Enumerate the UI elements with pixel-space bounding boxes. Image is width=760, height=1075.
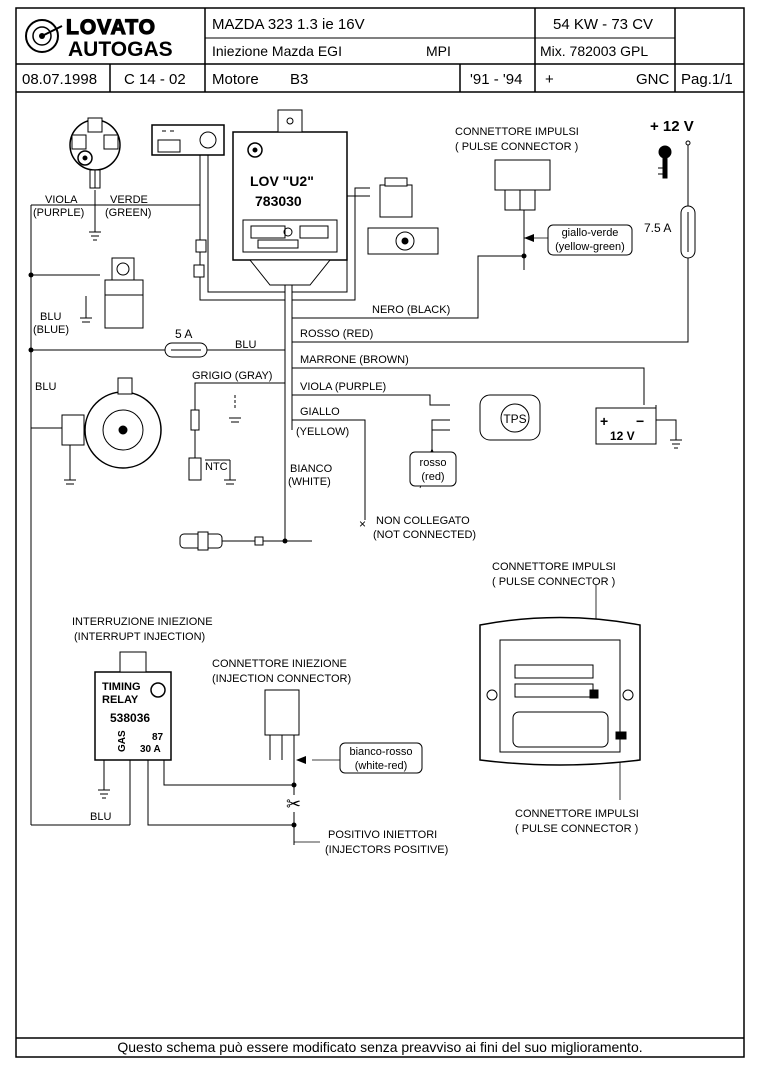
ecu-code: 783030 <box>255 193 302 209</box>
label-pulse-bot-1: CONNETTORE IMPULSI <box>515 808 639 820</box>
label-interrupt-1: INTERRUZIONE INIEZIONE <box>72 616 213 628</box>
ecu-name: LOV "U2" <box>250 173 314 189</box>
logo-line1: LOVATO <box>66 16 156 39</box>
label-blu-mid: BLU <box>235 339 256 351</box>
label-bianco-rosso: bianco-rosso <box>350 746 413 758</box>
label-fuse-5a: 5 A <box>175 327 192 341</box>
label-pulse-mid-1: CONNETTORE IMPULSI <box>492 561 616 573</box>
label-marrone: MARRONE (BROWN) <box>300 354 409 366</box>
label-ntc: NTC <box>205 461 228 473</box>
label-blue: (BLUE) <box>33 324 69 336</box>
label-viola: VIOLA <box>45 194 78 206</box>
label-red-tps: (red) <box>421 471 444 483</box>
ignition-key-icon <box>658 140 691 179</box>
label-pulse-bot-2: ( PULSE CONNECTOR ) <box>515 823 638 835</box>
label-inj-conn-2: (INJECTION CONNECTOR) <box>212 673 351 685</box>
injection-system: Iniezione Mazda EGI <box>212 43 342 59</box>
engine-label: Motore <box>212 71 259 88</box>
relay-label-1: TIMING <box>102 681 141 693</box>
label-grigio: GRIGIO (GRAY) <box>192 370 272 382</box>
tps-label: TPS <box>503 412 526 426</box>
plus-sign: + <box>545 71 554 88</box>
battery-minus: − <box>636 413 644 429</box>
label-pulse-top-2: ( PULSE CONNECTOR ) <box>455 141 578 153</box>
label-plus-12v: + 12 V <box>650 118 694 135</box>
label-green: (GREEN) <box>105 207 151 219</box>
boxed-labels <box>339 224 633 774</box>
junction-dots <box>28 253 527 828</box>
label-blu-left: BLU <box>35 381 56 393</box>
lambda-probe <box>179 531 264 551</box>
label-verde: VERDE <box>110 194 148 206</box>
label-viola-right: VIOLA (PURPLE) <box>300 381 386 393</box>
label-white-red: (white-red) <box>355 760 408 772</box>
relay-gas: GAS <box>117 730 128 752</box>
vehicle-model: MAZDA 323 1.3 ie 16V <box>212 16 365 33</box>
label-not-connected: (NOT CONNECTED) <box>373 529 476 541</box>
injector-connector <box>151 124 225 278</box>
gnc-label: GNC <box>636 71 670 88</box>
label-interrupt-2: (INTERRUPT INJECTION) <box>74 631 205 643</box>
battery-plus: + <box>600 413 608 429</box>
title-block <box>15 7 745 1058</box>
lovato-logo: LOVATO AUTOGAS <box>25 15 173 61</box>
reducer-vaporizer <box>61 377 162 469</box>
relay-label-2: RELAY <box>102 694 139 706</box>
label-pulse-top-1: CONNETTORE IMPULSI <box>455 126 579 138</box>
footer-note: Questo schema può essere modificato senz… <box>117 1039 642 1055</box>
relay-30a: 30 A <box>140 744 161 755</box>
label-non-collegato: NON COLLEGATO <box>376 515 470 527</box>
wire-labels: VIOLA (PURPLE) VERDE (GREEN) BLU (BLUE) … <box>33 118 694 856</box>
label-bianco: BIANCO <box>290 463 333 475</box>
doc-code: C 14 - 02 <box>124 71 186 88</box>
label-purple: (PURPLE) <box>33 207 84 219</box>
injection-type: MPI <box>426 43 451 59</box>
cut-scissors-icon: ✂ <box>286 794 301 814</box>
label-rosso-tps: rosso <box>420 457 447 469</box>
label-pos-inj-2: (INJECTORS POSITIVE) <box>325 844 448 856</box>
label-pulse-mid-2: ( PULSE CONNECTOR ) <box>492 576 615 588</box>
tps-sensor <box>479 394 541 441</box>
label-yellow: (YELLOW) <box>296 426 349 438</box>
label-rosso: ROSSO (RED) <box>300 328 373 340</box>
not-connected-mark-icon: × <box>359 517 366 531</box>
battery <box>595 407 657 445</box>
page-number: Pag.1/1 <box>681 71 733 88</box>
timing-relay <box>94 651 172 761</box>
label-white: (WHITE) <box>288 476 331 488</box>
battery-voltage: 12 V <box>610 429 635 443</box>
label-yellow-green: (yellow-green) <box>555 241 625 253</box>
label-pos-inj-1: POSITIVO INIETTORI <box>328 829 437 841</box>
pulse-connector-top <box>494 159 551 228</box>
model-years: '91 - '94 <box>470 71 522 88</box>
label-giallo: GIALLO <box>300 406 340 418</box>
power-rating: 54 KW - 73 CV <box>553 16 653 33</box>
label-nero: NERO (BLACK) <box>372 304 450 316</box>
gas-injector <box>367 177 439 255</box>
label-giallo-verde: giallo-verde <box>562 227 619 239</box>
injection-connector <box>264 689 300 736</box>
logo-line2: AUTOGAS <box>68 38 173 61</box>
ground-symbols <box>64 231 682 799</box>
solenoid-valve <box>104 257 144 329</box>
label-blu: BLU <box>40 311 61 323</box>
relay-87: 87 <box>152 732 164 743</box>
label-inj-conn-1: CONNETTORE INIEZIONE <box>212 658 347 670</box>
mixer-code: Mix. 782003 GPL <box>540 43 648 59</box>
doc-date: 08.07.1998 <box>22 71 97 88</box>
pulse-connector-housing <box>479 616 641 766</box>
fuse-5a <box>164 342 208 358</box>
distributor <box>69 117 121 189</box>
engine-code: B3 <box>290 71 308 88</box>
relay-code: 538036 <box>110 711 150 725</box>
label-blu-bottom: BLU <box>90 811 111 823</box>
ecu-unit <box>232 109 348 286</box>
ntc-sensor <box>188 409 202 481</box>
fuse-7-5a <box>680 205 696 259</box>
label-fuse-7-5a: 7.5 A <box>644 221 671 235</box>
